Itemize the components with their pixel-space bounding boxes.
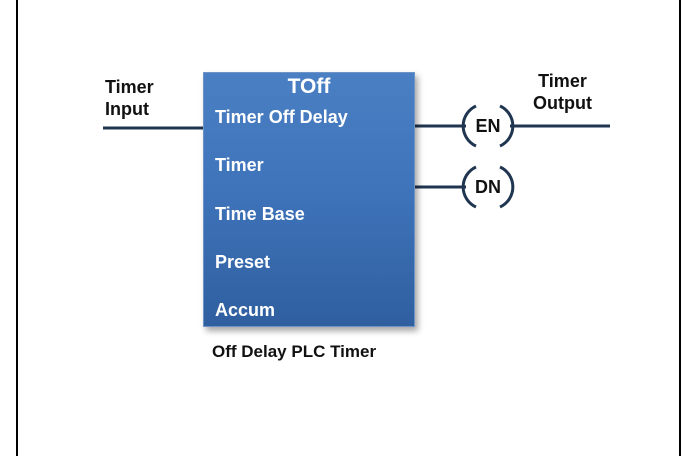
timer-input-line2: Input (105, 99, 149, 119)
block-item-timer-off-delay: Timer Off Delay (215, 107, 348, 127)
en-coil-left-arc (461, 104, 477, 148)
block-item-preset: Preset (215, 252, 271, 272)
diagram-caption: Off Delay PLC Timer (212, 342, 377, 361)
block-title: TOff (287, 75, 331, 98)
block-item-time-base: Time Base (215, 204, 305, 224)
toff-timer-block: TOff Timer Off Delay Timer Time Base Pre… (203, 72, 415, 327)
dn-coil-right-arc (499, 165, 515, 209)
dn-coil-label: DN (475, 176, 501, 197)
diagram-frame (16, 0, 681, 456)
en-coil: EN (468, 106, 508, 146)
block-item-timer: Timer (215, 155, 264, 175)
dn-coil-left-arc (461, 165, 477, 209)
timer-output-line2: Output (533, 93, 592, 113)
dn-coil: DN (468, 167, 508, 207)
timer-input-line1: Timer (105, 77, 154, 97)
timer-output-line1: Timer (538, 71, 587, 91)
timer-input-label: Timer Input (105, 76, 154, 120)
en-coil-label: EN (475, 115, 501, 136)
timer-output-label: Timer Output (533, 70, 592, 114)
block-item-accum: Accum (215, 300, 276, 320)
